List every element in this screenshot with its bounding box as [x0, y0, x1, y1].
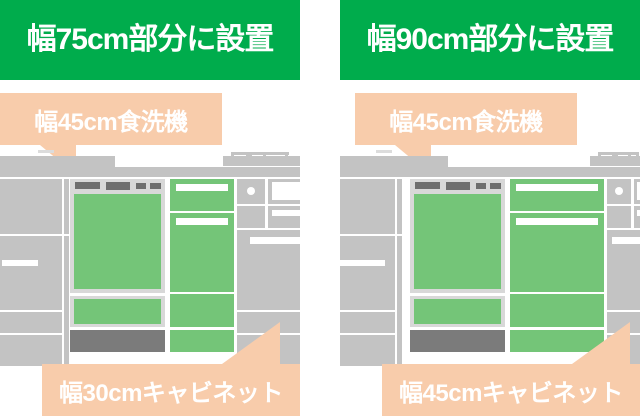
right-cabinet-handle: [250, 237, 300, 244]
callout-dishwasher-45cm: 幅45cm食洗機: [0, 93, 222, 145]
green-cabinet-handle: [516, 218, 598, 225]
stove-top: [590, 156, 640, 166]
base-cabinet-drawer: [0, 312, 62, 333]
panel-header-title: 幅75cm部分に設置: [26, 23, 275, 56]
base-cabinet-kick: [0, 335, 62, 366]
callout-dishwasher-label: 幅45cm食洗機: [389, 108, 543, 136]
stove-grate-notch-icon: [636, 152, 639, 159]
callout-tail-icon: [572, 322, 630, 364]
stove-grate-notch-icon: [231, 152, 234, 159]
oven-drawer-handle: [637, 210, 640, 216]
base-cabinet-lower: [340, 236, 395, 310]
stove-grate-bar-icon: [598, 152, 638, 155]
filler-panel-lower: [397, 236, 402, 366]
dishwasher-button-icon: [106, 182, 130, 190]
cabinet-handle: [2, 260, 38, 266]
faucet-icon: [38, 150, 54, 153]
stove-grate-bar-icon: [231, 152, 289, 155]
panel-75cm: 幅75cm部分に設置 幅45cm食洗機: [0, 0, 300, 416]
filler-panel-upper: [397, 179, 402, 234]
oven-drawer-handle: [272, 210, 300, 216]
dishwasher-button-icon: [446, 182, 470, 190]
panel-header-75cm: 幅75cm部分に設置: [0, 0, 300, 80]
dishwasher-door: [74, 194, 161, 289]
stove-burner-icon: [612, 152, 618, 158]
panel-90cm: 幅90cm部分に設置 幅45cm食洗機: [340, 0, 640, 416]
panel-header-title: 幅90cm部分に設置: [366, 23, 615, 56]
stove-top: [223, 156, 300, 166]
oven-control-panel-lower: [237, 206, 265, 228]
dishwasher-lower-drawer: [414, 299, 501, 324]
green-cabinet-lower: [510, 294, 604, 327]
base-cabinet-lower: [0, 236, 62, 310]
oven-knob-icon: [615, 187, 623, 195]
green-cabinet-handle: [176, 184, 228, 191]
panel-header-90cm: 幅90cm部分に設置: [340, 0, 640, 80]
stove-grate-notch-icon: [263, 152, 266, 159]
countertop: [340, 167, 640, 177]
dishwasher-button-icon: [415, 182, 440, 189]
dishwasher-button-icon: [490, 183, 501, 189]
dishwasher-button-icon: [476, 183, 486, 189]
dishwasher-button-icon: [136, 183, 146, 189]
callout-cabinet-label: 幅30cmキャビネット: [59, 379, 283, 407]
dishwasher-button-icon: [75, 182, 100, 189]
callout-cabinet-45cm: 幅45cmキャビネット: [382, 364, 640, 416]
oven-drawer-frame: [634, 206, 640, 228]
oven-window: [637, 182, 640, 200]
filler-panel-lower: [64, 236, 69, 366]
dishwasher-button-icon: [150, 183, 161, 189]
dishwasher-kick-plate: [410, 330, 505, 352]
callout-dishwasher-45cm: 幅45cm食洗機: [355, 93, 577, 145]
green-cabinet-handle: [516, 184, 598, 191]
base-cabinet-upper: [0, 179, 62, 234]
sink-counter: [340, 156, 448, 167]
callout-cabinet-30cm: 幅30cmキャビネット: [42, 364, 300, 416]
green-cabinet-handle: [176, 218, 228, 225]
countertop: [0, 167, 300, 177]
base-cabinet-kick: [340, 335, 395, 366]
base-cabinet-upper: [340, 179, 395, 234]
oven-control-panel-lower: [607, 206, 631, 228]
right-cabinet-handle: [612, 237, 640, 244]
stove-grate-notch-icon: [285, 152, 288, 159]
green-cabinet-middle: [170, 213, 234, 292]
oven-knob-icon: [247, 187, 255, 195]
green-cabinet-kick: [170, 330, 234, 352]
cabinet-handle: [340, 260, 385, 266]
stove-grate-notch-icon: [598, 152, 601, 159]
filler-panel-upper: [64, 179, 69, 234]
green-cabinet-lower: [170, 294, 234, 327]
base-cabinet-drawer: [340, 312, 395, 333]
dishwasher-kick-plate: [70, 330, 165, 352]
faucet-icon: [376, 150, 392, 153]
dishwasher-lower-drawer: [74, 299, 161, 324]
callout-cabinet-label: 幅45cmキャビネット: [399, 379, 623, 407]
dishwasher-door: [414, 194, 501, 289]
callout-tail-icon: [222, 322, 280, 364]
green-cabinet-middle: [510, 213, 604, 292]
stove-grate-notch-icon: [628, 152, 631, 159]
oven-window: [272, 182, 300, 200]
callout-dishwasher-label: 幅45cm食洗機: [34, 108, 188, 136]
sink-counter: [0, 156, 115, 167]
stove-burner-icon: [246, 152, 252, 158]
